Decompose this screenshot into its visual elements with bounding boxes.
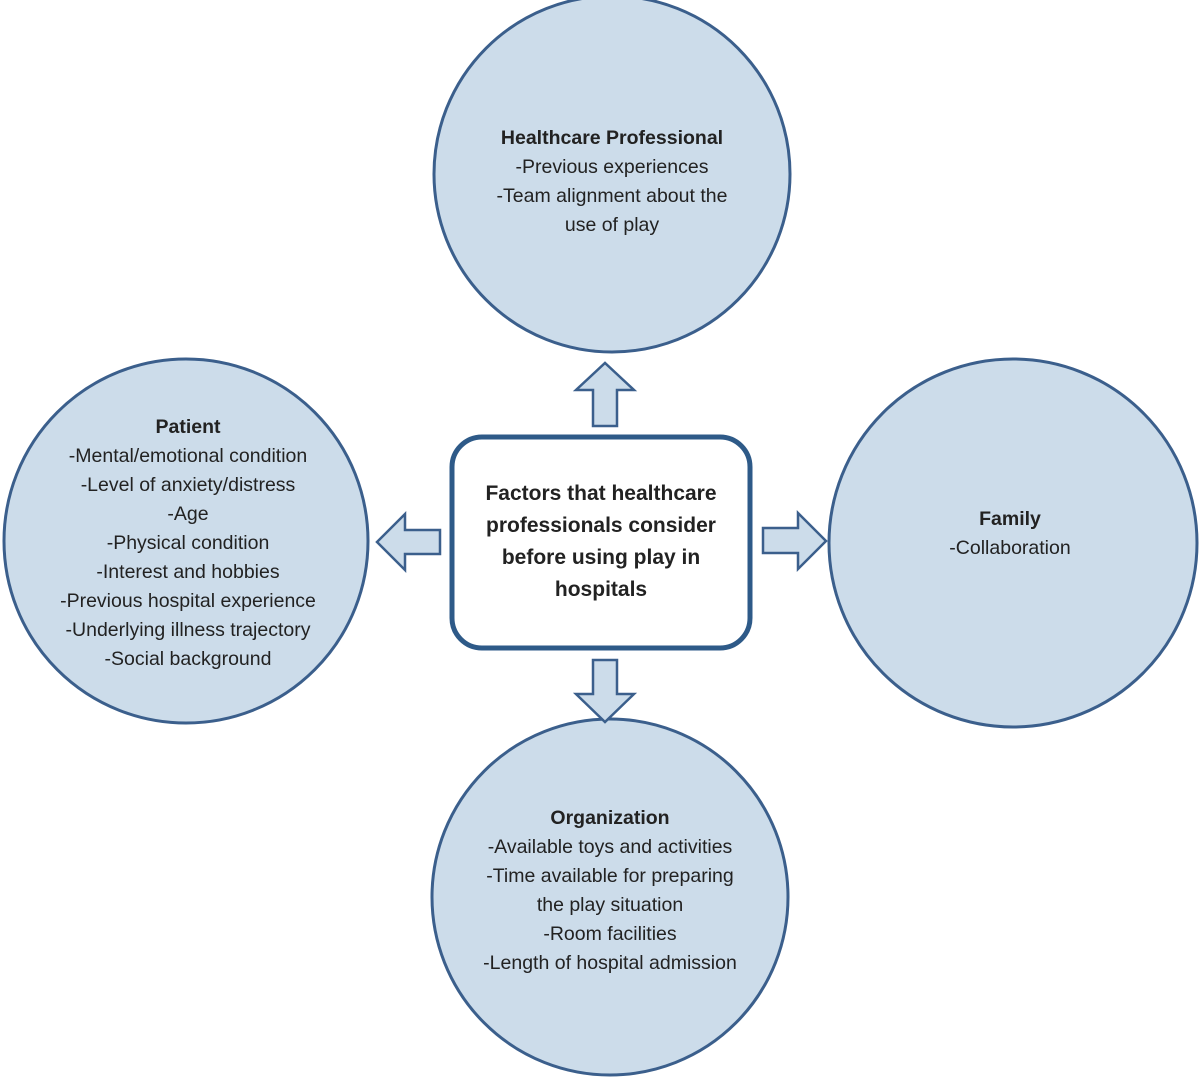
patient-item: -Level of anxiety/distress [80,474,296,496]
arrow-down [572,658,638,724]
organization-item: -Time available for preparing [486,865,734,887]
patient-item: -Physical condition [106,532,270,554]
healthcare-professional-circle [432,0,792,354]
center-box [449,434,753,651]
organization-item: -Available toys and activities [487,836,733,858]
arrow-left [375,510,442,574]
center-line: Factors that healthcare [485,482,717,505]
arrow-right [761,509,828,573]
patient-node: Patient -Mental/emotional condition -Lev… [18,413,358,674]
organization-item: -Length of hospital admission [483,952,737,974]
patient-item: -Age [167,503,209,525]
center-line: hospitals [554,578,648,601]
family-item: -Collaboration [949,537,1071,559]
family-node: Family -Collaboration [850,505,1170,563]
healthcare-professional-item: use of play [564,214,660,236]
organization-item: -Room facilities [543,923,677,945]
healthcare-professional-item: -Team alignment about the [496,185,728,207]
patient-title: Patient [155,416,221,438]
arrow-up [572,361,638,428]
patient-circle [2,357,370,725]
organization-circle [430,717,790,1077]
family-title: Family [979,508,1041,530]
center-line: before using play in [501,546,701,569]
family-circle [827,357,1199,729]
patient-item: -Mental/emotional condition [68,445,308,467]
patient-item: -Previous hospital experience [60,590,316,612]
healthcare-professional-title: Healthcare Professional [500,127,724,149]
patient-item: -Interest and hobbies [96,561,280,583]
healthcare-professional-item: -Previous experiences [515,156,709,178]
patient-item: -Social background [104,648,272,670]
organization-node: Organization -Available toys and activit… [440,804,780,978]
organization-item: the play situation [536,894,684,916]
patient-item: -Underlying illness trajectory [65,619,311,641]
center-factors-text: Factors that healthcare professionals co… [452,478,750,606]
healthcare-professional-node: Healthcare Professional -Previous experi… [442,124,782,240]
center-line: professionals consider [486,514,716,537]
organization-title: Organization [550,807,670,829]
